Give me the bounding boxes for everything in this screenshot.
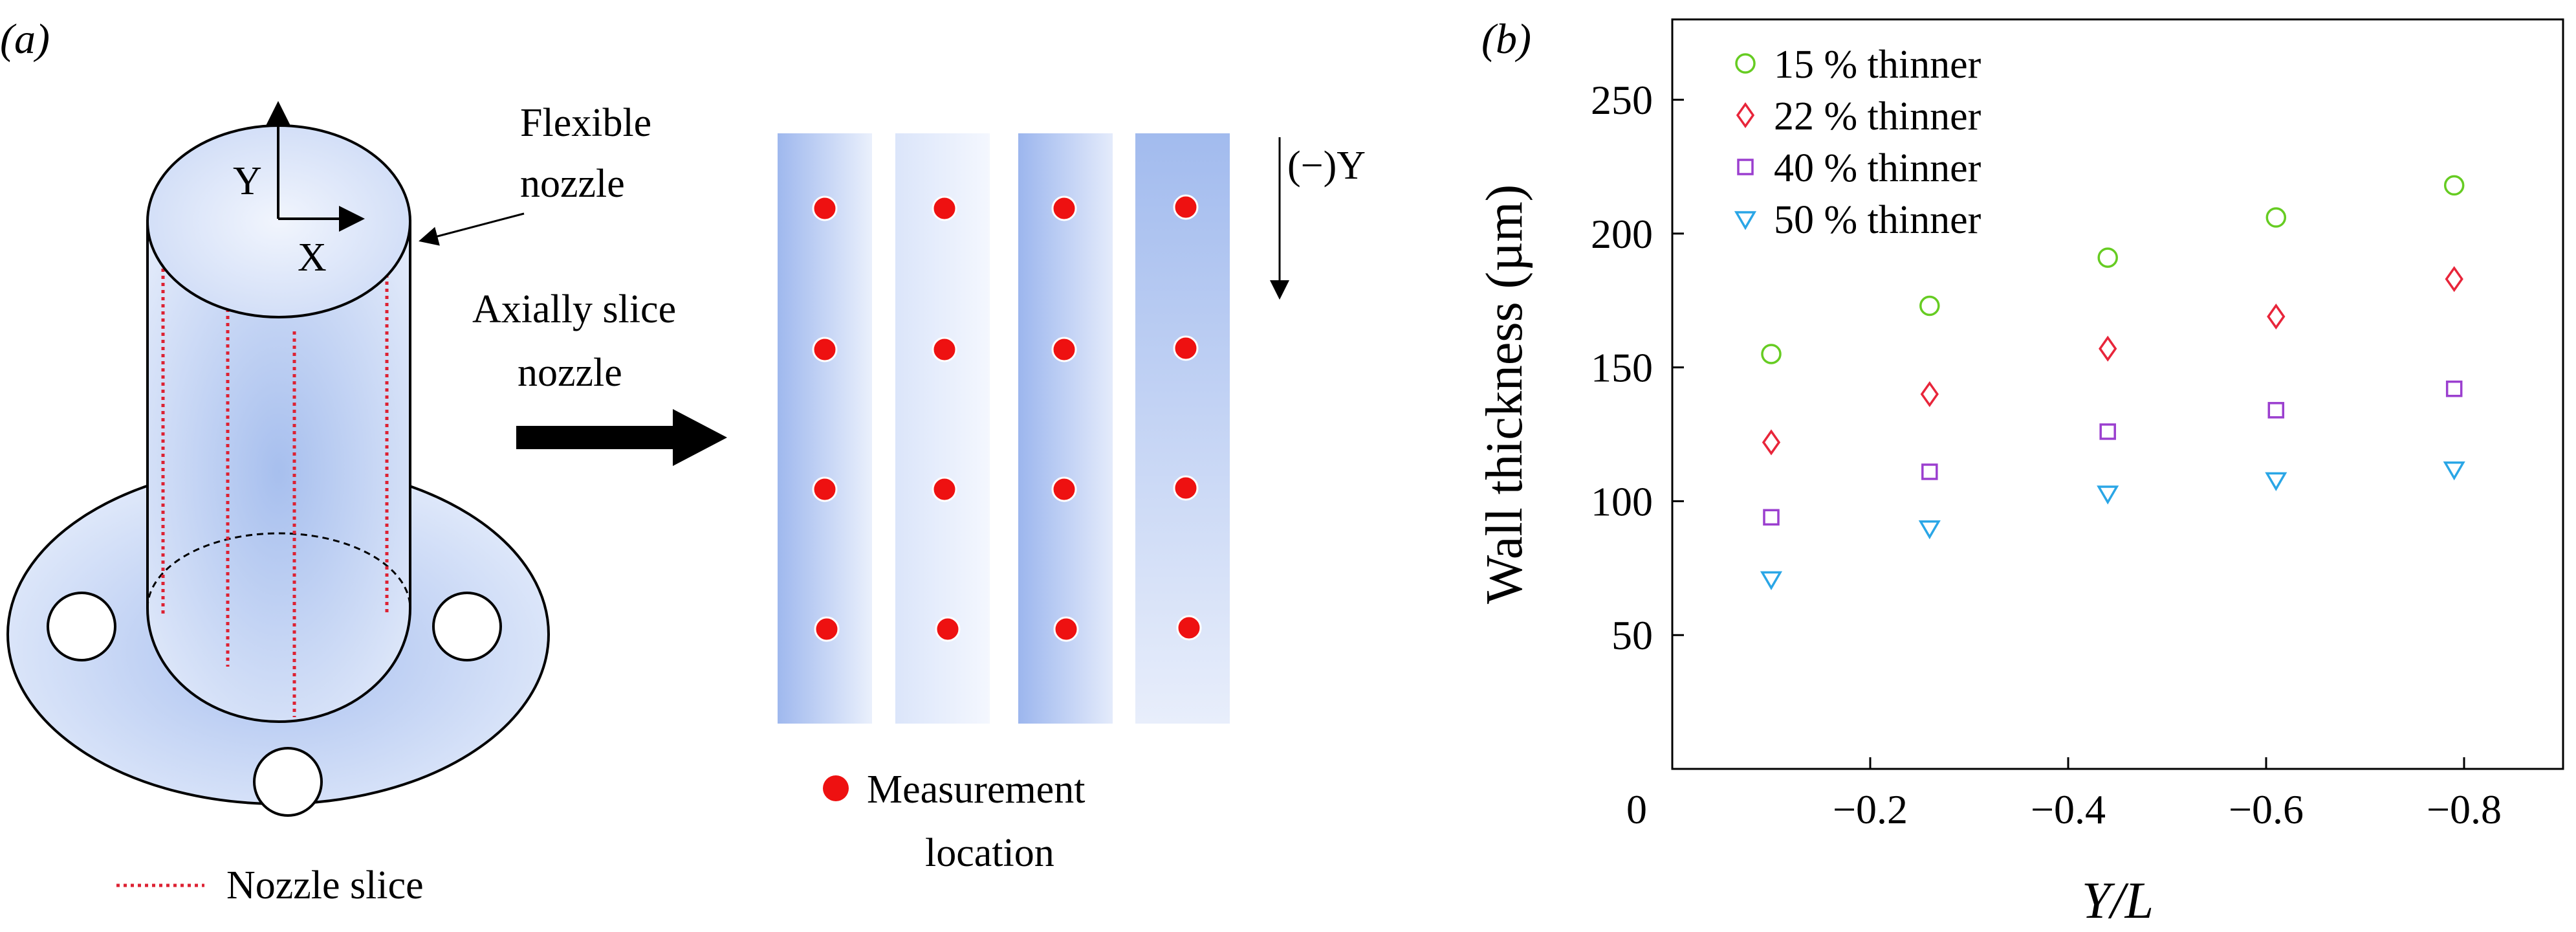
base-hole-bottom <box>253 747 323 817</box>
data-point-series-2 <box>2099 335 2117 362</box>
data-point-series-3 <box>2099 423 2116 440</box>
data-point-series-2 <box>1762 429 1781 456</box>
data-point-series-4 <box>1760 571 1783 590</box>
y-tick-label: 250 <box>1591 77 1653 123</box>
y-tick-label: 200 <box>1591 211 1653 257</box>
axis-tick-labels: 0 −0.2 −0.4 −0.6 −0.8 50 100 150 200 250 <box>1591 77 2502 832</box>
chart-legend: 15 % thinner 22 % thinner 40 % thinner 50 %… <box>1734 43 1981 242</box>
callout-arrow <box>419 212 525 246</box>
data-point-series-1 <box>2443 175 2465 196</box>
axis-y-label: Y <box>233 159 262 203</box>
legend-label-1: 15 % thinner <box>1774 43 1981 87</box>
legend-marker-4 <box>1734 211 1757 230</box>
data-point-series-4 <box>2443 461 2465 481</box>
panel-b-label: (b) <box>1481 16 1531 63</box>
legend-marker-1 <box>1735 53 1756 74</box>
data-point-series-3 <box>1921 463 1938 480</box>
data-point-series-4 <box>2097 485 2119 505</box>
legend-marker-2 <box>1736 102 1755 129</box>
data-point-series-1 <box>2265 207 2287 228</box>
measurement-legend-line1: Measurement <box>867 768 1085 812</box>
measurement-legend-dot <box>823 775 849 801</box>
data-point-series-3 <box>2267 402 2285 419</box>
arrow-text-line1: Axially slice <box>472 287 676 331</box>
axis-x-label: X <box>298 236 327 280</box>
data-point-series-2 <box>1920 381 1939 408</box>
y-tick-label: 150 <box>1591 345 1653 391</box>
data-point-series-1 <box>1919 295 1940 316</box>
data-point-series-3 <box>1763 509 1780 526</box>
arrow-text-line2: nozzle <box>518 351 622 395</box>
panel-b-chart: (b) 0 −0.2 −0.4 −0.6 −0.8 50 100 150 200 250 Wall… <box>1476 16 2564 929</box>
measurement-dots <box>812 194 1202 642</box>
data-point-series-1 <box>1761 344 1782 364</box>
data-point-series-2 <box>2267 304 2286 330</box>
data-point-series-2 <box>2445 266 2463 293</box>
cylinder-hidden-edge <box>146 532 411 609</box>
y-axis-label: Wall thickness (µm) <box>1476 184 1533 604</box>
x-tick-label: −0.8 <box>2427 786 2502 832</box>
x-axis-label: Y/L <box>2082 872 2154 929</box>
x-tick-label: 0 <box>1626 786 1647 832</box>
y-tick-label: 50 <box>1611 612 1653 658</box>
legend-label-3: 40 % thinner <box>1774 146 1981 190</box>
x-tick-label: −0.6 <box>2229 786 2304 832</box>
base-hole-right <box>432 592 502 661</box>
legend-marker-3 <box>1737 159 1754 175</box>
axis-ticks <box>1671 98 2465 769</box>
panel-a-schematic: (a) Y X Flexible nozzle Axially slice no… <box>0 16 1366 907</box>
slice-legend-label: Nozzle slice <box>226 863 424 907</box>
legend-label-2: 22 % thinner <box>1774 94 1981 139</box>
x-tick-label: −0.4 <box>2031 786 2106 832</box>
panel-a-label: (a) <box>0 16 50 63</box>
data-point-series-4 <box>1918 520 1941 540</box>
neg-y-label: (−)Y <box>1287 144 1366 188</box>
base-hole-left <box>47 592 116 661</box>
data-point-series-4 <box>2265 472 2287 491</box>
slice-process-arrow <box>516 409 727 466</box>
legend-label-4: 50 % thinner <box>1774 198 1981 242</box>
callout-flexible-line1: Flexible <box>520 101 651 145</box>
plot-frame <box>1671 18 2564 770</box>
data-point-series-1 <box>2097 247 2118 268</box>
measurement-legend-line2: location <box>925 831 1054 875</box>
data-markers <box>1760 175 2465 590</box>
nozzle-cylinder <box>146 220 411 723</box>
data-point-series-3 <box>2445 380 2463 397</box>
x-tick-label: −0.2 <box>1833 786 1908 832</box>
y-tick-label: 100 <box>1591 478 1653 524</box>
callout-flexible-line2: nozzle <box>520 162 625 206</box>
